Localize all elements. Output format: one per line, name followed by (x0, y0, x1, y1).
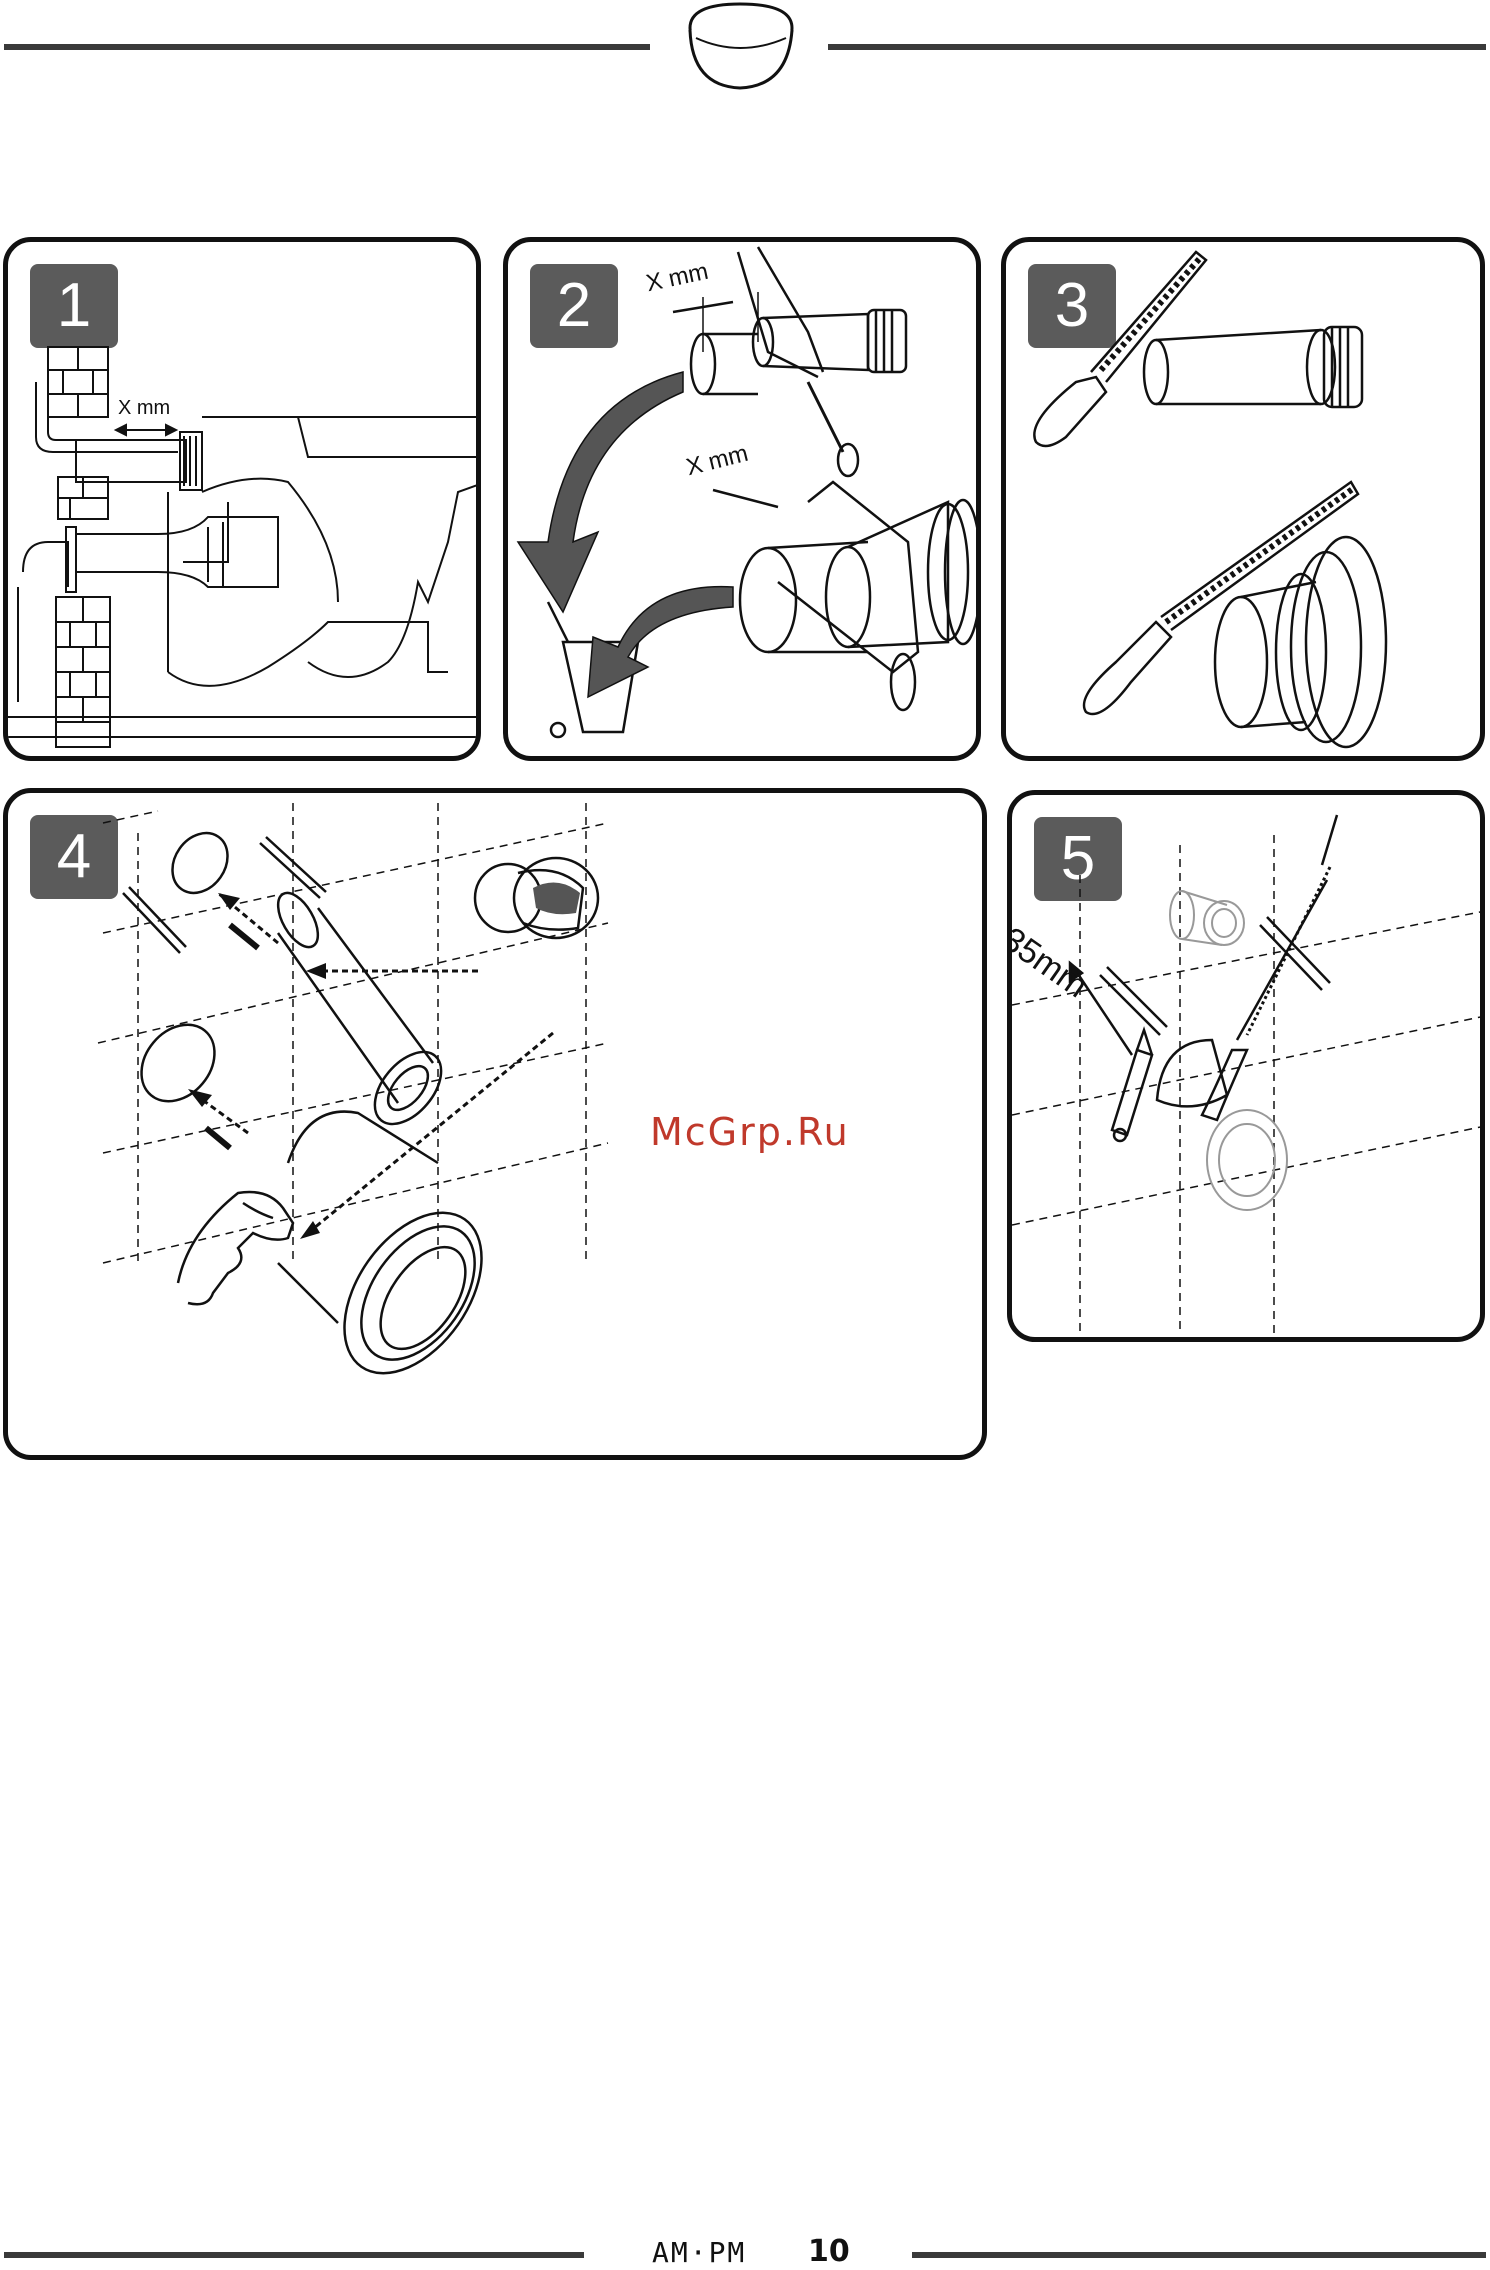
step-5-panel: 5 (1007, 790, 1485, 1342)
footer-rule-right (912, 2252, 1486, 2258)
step-1-panel: 1 (3, 237, 481, 761)
header-rule-right (828, 44, 1486, 50)
watermark: McGrp.Ru (650, 1110, 850, 1154)
toilet-seat-icon (676, 0, 806, 98)
footer-brand-logo: AM·PM (652, 2236, 746, 2269)
cut-pipe-diagram (508, 242, 981, 761)
step-2-panel: 2 (503, 237, 981, 761)
header-rule-left (4, 44, 650, 50)
wall-pipe-diagram (8, 242, 481, 761)
file-pipe-diagram (1006, 242, 1485, 761)
page-number: 10 (808, 2234, 850, 2269)
footer-rule-left (4, 2252, 584, 2258)
step-1-dimension-label: X mm (118, 397, 170, 420)
mark-stud-diagram (1012, 795, 1485, 1342)
step-3-panel: 3 (1001, 237, 1485, 761)
